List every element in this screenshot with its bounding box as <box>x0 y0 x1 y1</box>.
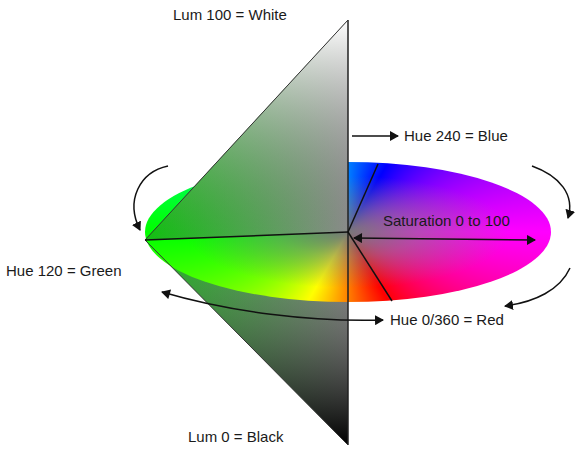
hue-label: Hue 240 = Blue <box>404 127 508 145</box>
lum-min-label: Lum 0 = Black <box>188 428 283 446</box>
saturation-label: Saturation 0 to 100 <box>383 212 510 230</box>
hue-label: Hue 0/360 = Red <box>390 311 504 329</box>
lum-max-label: Lum 100 = White <box>173 6 287 24</box>
hue-label: Hue 120 = Green <box>6 262 122 280</box>
